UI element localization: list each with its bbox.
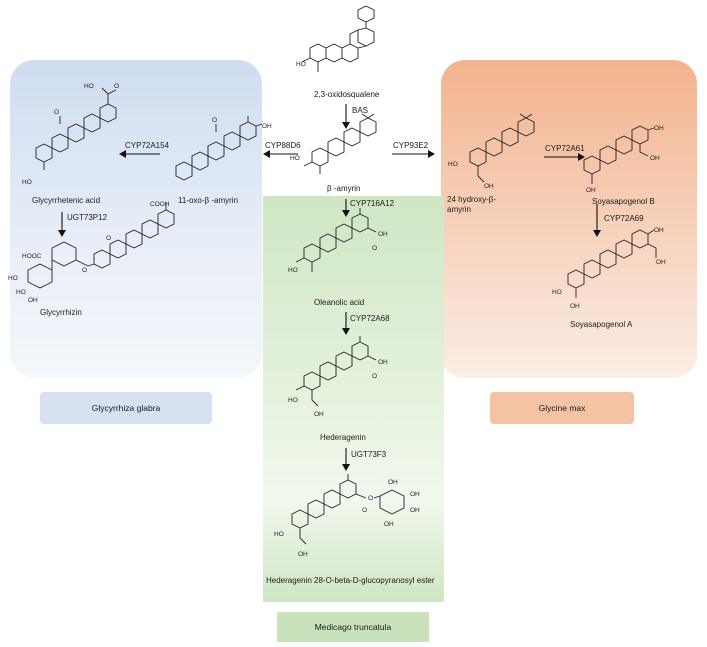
svg-text:HO: HO [448,161,458,168]
svg-text:HO: HO [288,267,298,274]
svg-text:O: O [82,267,87,274]
svg-text:OH: OH [650,155,660,162]
svg-text:OH: OH [262,123,272,130]
compound-oxidosqualene: 2,3-oxidosqualene [314,90,380,99]
species-label-medicago: Medicago truncatula [277,612,429,642]
svg-text:OH: OH [298,551,308,558]
enzyme-ugt73f3: UGT73F3 [351,450,387,459]
enzyme-cyp72a68: CYP72A68 [350,314,390,323]
medicago-panel [263,196,444,602]
species-label-glycine: Glycine max [490,392,634,424]
compound-soyasapogenol-b: Soyasapogenol B [592,197,655,206]
compound-oxo-amyrin: 11-oxo-β -amyrin [178,196,239,205]
enzyme-cyp72a154: CYP72A154 [125,141,170,150]
hydroxy-amyrin-structure: HO OH [448,113,535,190]
enzyme-cyp72a61: CYP72A61 [545,144,585,153]
svg-text:OH: OH [28,297,38,304]
svg-text:OH: OH [570,303,580,310]
svg-text:O: O [106,235,111,242]
svg-text:HO: HO [290,155,300,162]
glycyrrhetenic-acid-structure: HO O O HO [22,83,119,186]
oxo-amyrin-structure: OH O [175,116,272,181]
glycine-panel [441,60,697,378]
enzyme-cyp93e2: CYP93E2 [393,141,429,150]
svg-text:OH: OH [378,231,388,238]
enzyme-cyp72a69: CYP72A69 [604,214,644,223]
svg-text:O: O [372,373,377,380]
svg-text:OH: OH [388,479,398,486]
compound-hederagenin: Hederagenin [320,433,366,442]
svg-text:O: O [362,507,367,514]
compound-glycyrrhetenic-acid: Glycyrrhetenic acid [32,196,101,205]
svg-text:OH: OH [586,187,596,194]
compound-glycyrrhizin: Glycyrrhizin [40,308,82,317]
svg-text:HO: HO [552,289,562,296]
svg-text:O: O [372,245,377,252]
compound-oleanolic-acid: Oleanolic acid [314,298,365,307]
svg-text:OH: OH [484,183,494,190]
hederagenin-ester-structure: OO OH OH OH OH HO OH [274,474,420,558]
species-label-glycyrrhiza: Glycyrrhiza glabra [40,392,212,424]
compound-hydroxy-amyrin-line2: amyrin [447,205,472,214]
beta-amyrin-structure: HO [290,113,377,174]
svg-text:HO: HO [84,83,94,90]
svg-text:HO: HO [16,289,26,296]
svg-text:OH: OH [656,259,666,266]
compound-hederagenin-ester: Hederagenin 28-O-beta-D-glucopyranosyl e… [266,576,435,585]
oleanolic-acid-structure: OHO HO [288,208,388,274]
svg-text:HO: HO [288,397,298,404]
svg-text:OH: OH [410,507,420,514]
svg-text:O: O [368,495,373,502]
svg-text:O: O [114,83,119,90]
soyasapogenol-a-structure: OH OH HO OH [552,227,666,310]
svg-text:OH: OH [314,411,324,418]
glycyrrhiza-panel [10,60,262,378]
compound-soyasapogenol-a: Soyasapogenol A [570,320,633,329]
svg-text:OH: OH [378,359,388,366]
svg-text:OH: OH [410,491,420,498]
svg-text:HO: HO [274,531,284,538]
svg-text:COOH: COOH [150,201,170,208]
enzyme-cyp88d6: CYP88D6 [265,141,301,150]
enzyme-bas: BAS [352,106,369,115]
svg-text:OH: OH [654,125,664,132]
svg-text:OH: OH [654,227,664,234]
compound-beta-amyrin: β -amyrin [327,184,361,193]
svg-text:HOOC: HOOC [22,253,42,260]
compound-hydroxy-amyrin-line1: 24 hydroxy-β- [447,195,497,204]
svg-text:O: O [212,117,217,124]
soyasapogenol-b-structure: OH OH OH [583,125,664,194]
svg-text:OH: OH [384,521,394,528]
oxidosqualene-structure: HO [296,5,375,72]
enzyme-cyp716a12: CYP716A12 [350,199,395,208]
svg-text:HO: HO [296,61,306,68]
svg-text:O: O [54,109,59,116]
svg-text:HO: HO [8,275,18,282]
enzyme-ugt73p12: UGT73P12 [67,213,108,222]
svg-text:HO: HO [22,179,32,186]
